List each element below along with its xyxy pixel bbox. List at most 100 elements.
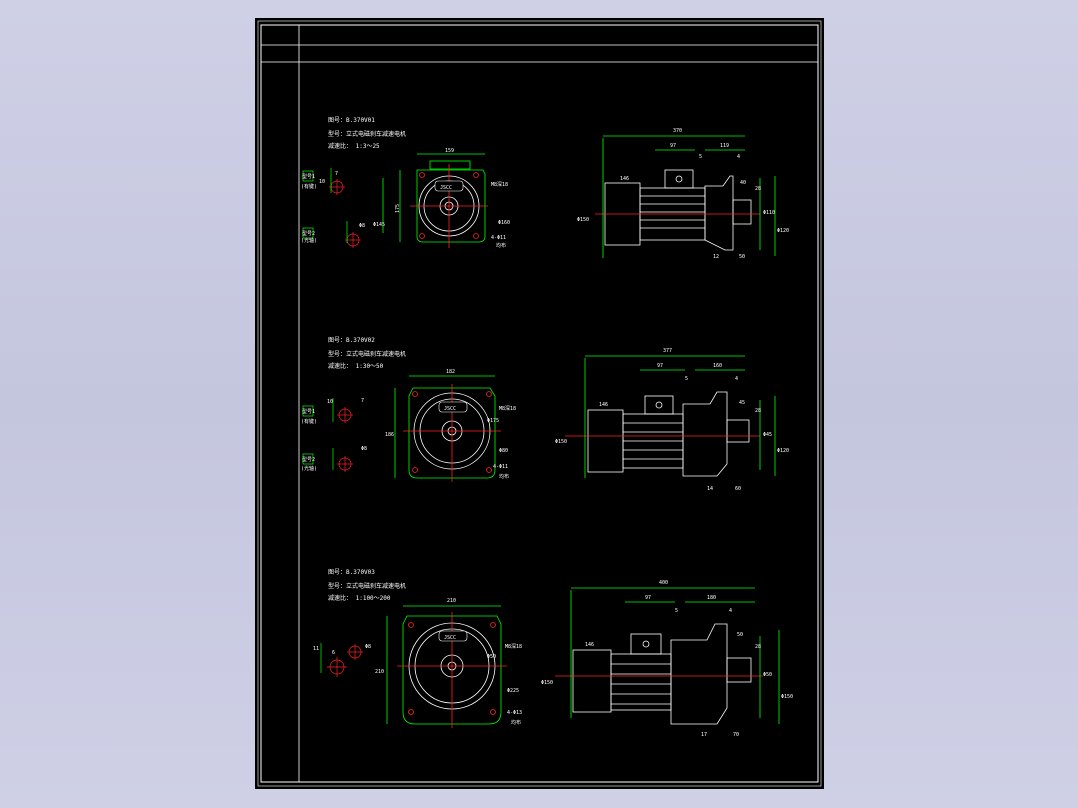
view-3-ratio: 减速比： 1:100～200 [328, 594, 391, 602]
view-1-f2: 50 [739, 254, 745, 260]
view-1-d: 4 [737, 154, 740, 160]
view-2-h1: 146 [599, 402, 608, 408]
view-3-bolt: M8深18 [505, 643, 522, 650]
view-2-shaft-top-label: 型号1 [302, 408, 315, 415]
view-1-front-height: 175 [395, 204, 401, 213]
view-2-side-view [565, 355, 776, 478]
view-2-f1: 14 [707, 486, 713, 492]
view-2-front-view [394, 375, 501, 482]
view-1-s4: Φ120 [777, 228, 789, 234]
view-1-logo: JSCC [440, 185, 452, 191]
view-1-type: 型号：立式电磁刹车减速电机 [328, 130, 406, 138]
view-3-shaft: Φ50 [487, 654, 496, 660]
view-3-f2: 70 [733, 732, 739, 738]
view-1-s2: 28 [755, 186, 761, 192]
view-1-k3: Φ8 [359, 223, 365, 229]
view-3-pcd: Φ225 [507, 688, 519, 694]
view-2-c: 5 [685, 376, 688, 382]
cad-drawing: 图号：B.370V01 型号：立式电磁刹车减速电机 减速比： 1:3～25 型号… [257, 20, 822, 787]
view-1-holes: 4-Φ11 [491, 235, 506, 241]
view-3-k1: 11 [313, 646, 319, 652]
view-3-holes-note: 均布 [511, 719, 521, 726]
view-1-bolt: M8深18 [491, 181, 508, 188]
view-2-holes-note: 均布 [499, 473, 509, 480]
view-3-k3: Φ8 [365, 644, 371, 650]
view-2-model: 图号：B.370V02 [328, 337, 375, 344]
view-1-k2: 10 [319, 179, 325, 185]
view-2-h2: Φ150 [555, 439, 567, 445]
view-2-s4: Φ120 [777, 448, 789, 454]
view-1-front-view [382, 153, 488, 248]
view-2-shaft-bot-sub: (光轴) [301, 465, 317, 472]
view-3-holes: 4-Φ13 [507, 710, 522, 716]
view-3-overall: 400 [659, 580, 668, 586]
view-1-b: 119 [720, 143, 729, 149]
view-3-h1: 146 [585, 642, 594, 648]
view-2-bolt: M8深18 [499, 405, 516, 412]
view-1-shaft-details [302, 168, 361, 248]
view-2-a: 97 [657, 363, 663, 369]
view-1-shaft-bot-sub: (光轴) [301, 237, 317, 244]
view-2-shaft: Φ175 [487, 418, 499, 424]
view-2-shaft-bot-label: 型号2 [302, 456, 315, 463]
view-3-front-width: 210 [447, 598, 456, 604]
view-3-s2: 28 [755, 644, 761, 650]
view-2-k3: Φ8 [361, 446, 367, 452]
view-1-logo-badge [434, 180, 464, 192]
view-1-s3: Φ110 [763, 210, 775, 216]
view-1-pcd: Φ160 [498, 220, 510, 226]
view-3-k2: 6 [332, 650, 335, 656]
view-2-s2: 28 [755, 408, 761, 414]
view-1-shaft-bot-label: 型号2 [302, 230, 315, 237]
view-1-shaft: Φ145 [373, 222, 385, 228]
view-1-a: 97 [670, 143, 676, 149]
view-3-front-height: 210 [375, 669, 384, 675]
view-3-type: 型号：立式电磁刹车减速电机 [328, 582, 406, 590]
view-3-logo-badge [438, 630, 468, 642]
view-1-shaft-top-sub: (有键) [301, 183, 317, 190]
view-2-front-width: 182 [446, 369, 455, 375]
view-1-overall: 370 [673, 128, 682, 134]
view-3-model: 图号：B.370V03 [328, 569, 375, 576]
view-3-s4: Φ150 [781, 694, 793, 700]
drawing-sheet[interactable]: 图号：B.370V01 型号：立式电磁刹车减速电机 减速比： 1:3～25 型号… [255, 18, 824, 789]
view-3-logo: JSCC [444, 635, 456, 641]
view-3[interactable]: 图号：B.370V03 型号：立式电磁刹车减速电机 减速比： 1:100～200… [313, 569, 793, 738]
view-2-front-height: 186 [385, 432, 394, 438]
view-2-logo: JSCC [444, 406, 456, 412]
view-1-side-view [595, 135, 776, 258]
view-2-shaft-details [302, 398, 353, 472]
view-3-side-view [555, 587, 780, 725]
view-1-k1: 7 [335, 171, 338, 177]
view-2-pcd: Φ80 [499, 448, 508, 454]
view-3-f1: 17 [701, 732, 707, 738]
view-1-f1: 12 [713, 254, 719, 260]
border-frame [257, 20, 822, 787]
view-2[interactable]: 图号：B.370V02 型号：立式电磁刹车减速电机 减速比： 1:30～50 型… [301, 337, 789, 492]
view-3-h2: Φ150 [541, 680, 553, 686]
view-2-d: 4 [735, 376, 738, 382]
view-3-s1: 50 [737, 632, 743, 638]
view-2-b: 160 [713, 363, 722, 369]
view-3-b: 180 [707, 595, 716, 601]
view-3-d: 4 [729, 608, 732, 614]
outer-frame [260, 24, 819, 783]
view-3-shaft-details [320, 643, 363, 677]
view-1-ratio: 减速比： 1:3～25 [328, 142, 380, 150]
view-3-s3: Φ50 [763, 672, 772, 678]
view-1-model: 图号：B.370V01 [328, 117, 375, 124]
view-2-k2: 10 [327, 399, 333, 405]
view-2-k1: 7 [361, 398, 364, 404]
view-2-shaft-top-sub: (有键) [301, 418, 317, 425]
view-3-front-view [386, 605, 507, 728]
view-2-overall: 377 [663, 348, 672, 354]
view-3-a: 97 [645, 595, 651, 601]
view-2-s3: Φ45 [763, 432, 772, 438]
view-2-s1: 45 [739, 400, 745, 406]
view-1[interactable]: 图号：B.370V01 型号：立式电磁刹车减速电机 减速比： 1:3～25 型号… [301, 117, 789, 260]
view-1-c: 5 [699, 154, 702, 160]
view-1-shaft-top-label: 型号1 [302, 173, 315, 180]
view-3-c: 5 [675, 608, 678, 614]
view-1-h1: 146 [620, 176, 629, 182]
view-1-h2: Φ150 [577, 217, 589, 223]
